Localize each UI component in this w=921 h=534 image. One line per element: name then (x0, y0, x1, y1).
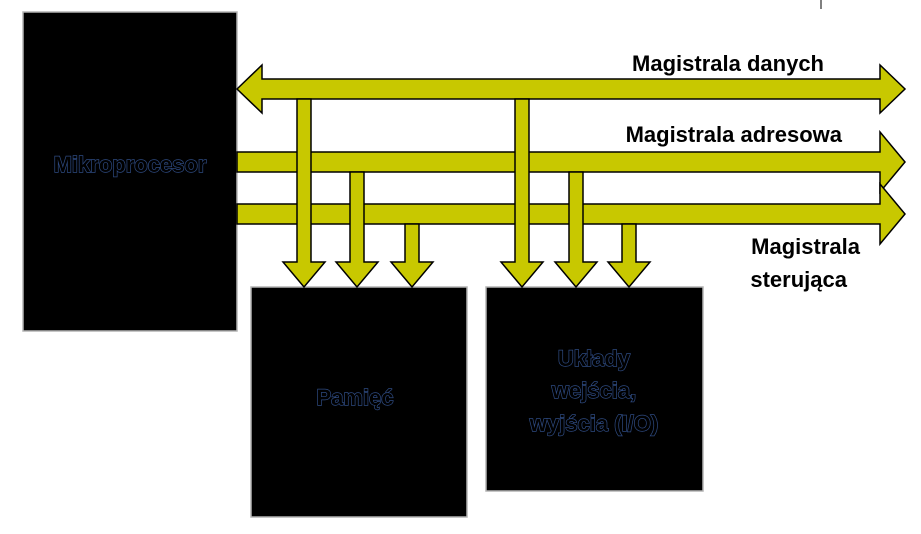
io-label-line2: wejścia, (551, 378, 636, 403)
memory-label: Pamięć (316, 385, 393, 410)
io-block (485, 286, 704, 492)
io-control-drop-arrow (606, 223, 652, 289)
cpu-block (22, 11, 238, 332)
data-bus-label: Magistrala danych (632, 51, 824, 76)
io-label-line3: wyjścia (I/O) (529, 411, 658, 436)
io-address-drop-arrow (553, 171, 599, 289)
memory-data-drop-arrow (281, 98, 327, 289)
cpu-label: Mikroprocesor (54, 152, 207, 177)
control-bus-label-line2: sterująca (750, 267, 847, 292)
address-bus-arrow (236, 129, 906, 195)
control-bus-label-line1: Magistrala (751, 234, 861, 259)
memory-address-drop-arrow (334, 171, 380, 289)
address-bus-label: Magistrala adresowa (626, 122, 843, 147)
data-bus-arrow (235, 63, 907, 115)
io-label-line1: Układy (558, 346, 631, 371)
memory-control-drop-arrow (389, 223, 435, 289)
io-data-drop-arrow (499, 98, 545, 289)
memory-block (250, 286, 468, 518)
